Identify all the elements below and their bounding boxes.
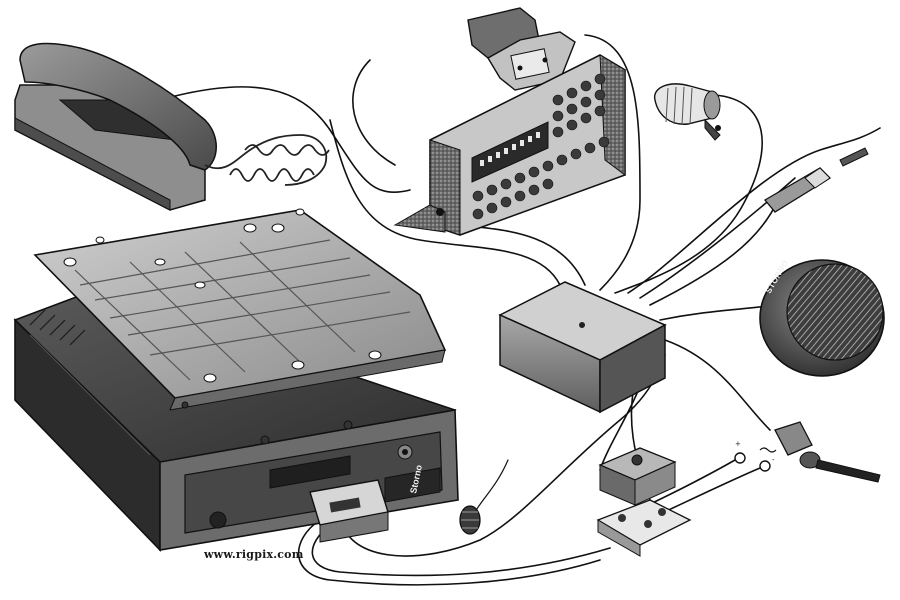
microphone-icon <box>654 83 721 141</box>
inline-fuse-icon <box>764 147 869 213</box>
speaker-icon: STORNO <box>759 258 885 377</box>
antenna-choke-icon <box>459 505 481 535</box>
mounting-tray-icon <box>33 208 447 445</box>
handset-icon <box>14 42 330 211</box>
terminal-plus-label: + <box>735 440 741 448</box>
control-head-icon <box>393 54 626 236</box>
watermark-text: www.rigpix.com <box>204 548 304 561</box>
toggle-switch-icon <box>759 421 881 483</box>
junction-box-icon <box>498 281 667 414</box>
radio-connector-icon <box>309 479 389 543</box>
connector-plug-icon <box>467 7 576 91</box>
terminal-minus-label: - <box>772 456 775 464</box>
battery-terminals <box>734 452 771 472</box>
keypad <box>472 73 610 220</box>
fuse-holder-icon <box>598 447 677 506</box>
terminal-block-icon <box>596 499 692 557</box>
